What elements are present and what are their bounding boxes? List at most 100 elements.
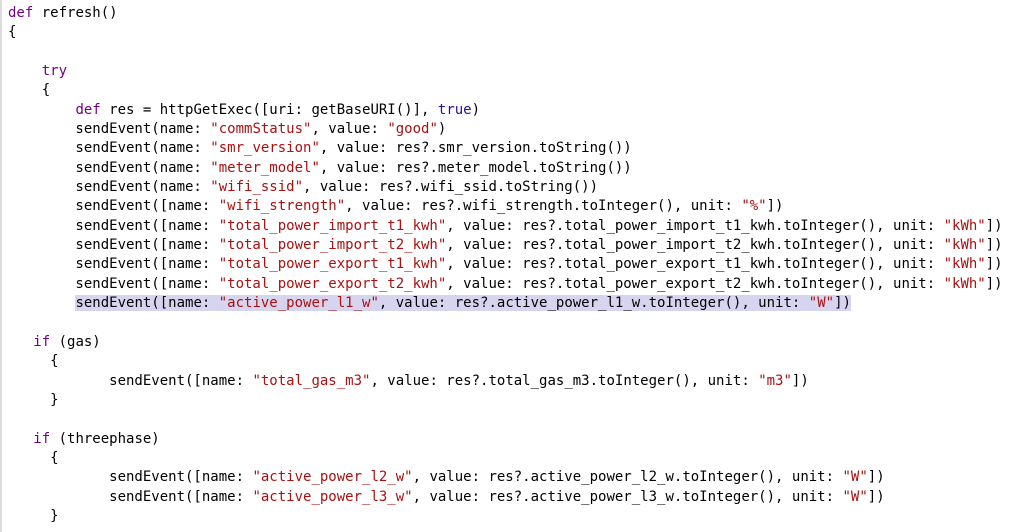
code-token[interactable] bbox=[8, 334, 33, 350]
code-token[interactable]: (threephase) bbox=[50, 430, 160, 447]
code-token[interactable]: "%" bbox=[741, 198, 767, 215]
code-token[interactable]: sendEvent([name: bbox=[8, 237, 219, 254]
code-line[interactable]: } bbox=[8, 391, 1024, 410]
code-token[interactable]: "active_power_l2_w" bbox=[252, 469, 413, 486]
code-token[interactable]: if bbox=[33, 430, 51, 447]
code-token[interactable]: ]) bbox=[867, 488, 885, 505]
code-line[interactable]: { bbox=[8, 449, 1024, 468]
code-token[interactable]: (gas) bbox=[50, 333, 101, 350]
code-token[interactable]: "good" bbox=[387, 121, 438, 138]
code-token[interactable]: sendEvent(name: bbox=[8, 159, 211, 176]
code-token[interactable]: res = httpGetExec([uri: getBaseURI()], bbox=[100, 101, 438, 118]
code-token[interactable]: , value: res?.wifi_strength.toInteger(),… bbox=[345, 198, 742, 215]
code-token[interactable]: ]) bbox=[985, 237, 1003, 254]
code-token[interactable]: "total_power_export_t1_kwh" bbox=[218, 256, 447, 273]
code-line-selected[interactable]: sendEvent([name: "active_power_l1_w", va… bbox=[8, 294, 1024, 313]
code-token[interactable]: sendEvent([name: bbox=[8, 372, 253, 389]
code-token[interactable]: sendEvent([name: bbox=[8, 198, 219, 215]
code-token[interactable]: def bbox=[75, 101, 101, 118]
code-token[interactable]: ) bbox=[471, 101, 481, 118]
code-token[interactable]: , value: res?.total_power_import_t1_kwh.… bbox=[446, 217, 944, 234]
code-token[interactable]: "meter_model" bbox=[210, 159, 320, 176]
code-token[interactable]: if bbox=[33, 333, 51, 350]
code-token[interactable]: ) bbox=[437, 121, 447, 138]
code-token[interactable]: , value: res?.total_power_import_t2_kwh.… bbox=[446, 237, 944, 254]
code-line[interactable]: sendEvent(name: "commStatus", value: "go… bbox=[8, 120, 1024, 139]
code-token[interactable]: sendEvent(name: bbox=[8, 179, 211, 196]
code-token[interactable]: "wifi_ssid" bbox=[210, 179, 304, 196]
code-token[interactable]: } bbox=[8, 507, 59, 524]
code-token[interactable]: ]) bbox=[985, 275, 1003, 292]
code-line[interactable]: { bbox=[8, 81, 1024, 100]
code-token[interactable] bbox=[8, 102, 75, 118]
code-token[interactable]: sendEvent([name: bbox=[8, 275, 219, 292]
code-line[interactable] bbox=[8, 410, 1024, 429]
code-token[interactable]: sendEvent([name: bbox=[8, 217, 219, 234]
code-token[interactable]: , value: res?.total_gas_m3.toInteger(), … bbox=[370, 372, 759, 389]
code-token[interactable]: ]) bbox=[985, 256, 1003, 273]
code-token[interactable]: def bbox=[8, 5, 34, 21]
code-token[interactable]: sendEvent([name: bbox=[8, 469, 253, 486]
code-token[interactable]: "W" bbox=[842, 469, 868, 486]
code-token[interactable]: { bbox=[8, 24, 17, 41]
code-line[interactable]: sendEvent(name: "wifi_ssid", value: res?… bbox=[8, 178, 1024, 197]
code-token[interactable]: "W" bbox=[808, 295, 835, 312]
code-token[interactable]: , value: res?.active_power_l3_w.toIntege… bbox=[412, 488, 843, 505]
code-token[interactable]: , value: res?.smr_version.toString()) bbox=[319, 140, 632, 157]
code-token[interactable]: , value: res?.total_power_export_t1_kwh.… bbox=[446, 256, 944, 273]
code-token[interactable]: , value: res?.total_power_export_t2_kwh.… bbox=[446, 275, 944, 292]
code-line[interactable]: sendEvent([name: "total_power_import_t2_… bbox=[8, 236, 1024, 255]
code-line[interactable]: sendEvent([name: "total_power_export_t2_… bbox=[8, 275, 1024, 294]
code-token[interactable]: { bbox=[8, 82, 51, 99]
code-line[interactable]: try bbox=[8, 62, 1024, 81]
code-token[interactable]: , value: res?.active_power_l2_w.toIntege… bbox=[412, 469, 843, 486]
code-token[interactable]: try bbox=[41, 63, 68, 80]
code-token[interactable]: "active_power_l1_w" bbox=[218, 295, 379, 312]
code-token[interactable]: ]) bbox=[791, 372, 809, 389]
code-token[interactable]: ]) bbox=[766, 198, 784, 215]
code-line[interactable]: sendEvent([name: "total_power_import_t1_… bbox=[8, 217, 1024, 236]
code-token[interactable]: { bbox=[8, 449, 59, 466]
code-token[interactable]: , value: res?.active_power_l1_w.toIntege… bbox=[378, 295, 809, 312]
code-line[interactable] bbox=[8, 43, 1024, 62]
code-token[interactable]: sendEvent([name: bbox=[8, 256, 219, 273]
code-token[interactable]: ]) bbox=[985, 217, 1003, 234]
code-token[interactable]: "W" bbox=[842, 488, 868, 505]
code-token[interactable]: , value: res?.meter_model.toString()) bbox=[319, 159, 632, 176]
code-token[interactable]: sendEvent(name: bbox=[8, 140, 211, 157]
code-line[interactable]: sendEvent([name: "total_gas_m3", value: … bbox=[8, 372, 1024, 391]
code-token[interactable]: true bbox=[437, 101, 472, 118]
code-token[interactable]: "total_gas_m3" bbox=[252, 372, 371, 389]
code-token[interactable]: "total_power_import_t2_kwh" bbox=[218, 237, 447, 254]
text-selection-highlight[interactable]: sendEvent([name: "active_power_l1_w", va… bbox=[75, 295, 851, 312]
code-token[interactable]: sendEvent(name: bbox=[8, 121, 211, 138]
code-line[interactable]: sendEvent([name: "total_power_export_t1_… bbox=[8, 255, 1024, 274]
code-line[interactable]: sendEvent([name: "wifi_strength", value:… bbox=[8, 197, 1024, 216]
code-token[interactable]: "active_power_l3_w" bbox=[252, 488, 413, 505]
code-token[interactable] bbox=[8, 431, 33, 447]
code-token[interactable]: "m3" bbox=[758, 372, 792, 389]
code-line[interactable]: } bbox=[8, 507, 1024, 526]
code-token[interactable]: "smr_version" bbox=[210, 140, 320, 157]
code-token[interactable]: } bbox=[8, 391, 59, 408]
code-token[interactable]: , value: bbox=[311, 121, 388, 138]
code-token[interactable]: ]) bbox=[834, 295, 851, 312]
code-line[interactable] bbox=[8, 314, 1024, 333]
code-token[interactable]: "commStatus" bbox=[210, 121, 312, 138]
code-token[interactable]: "kWh" bbox=[943, 275, 986, 292]
code-token[interactable]: "kWh" bbox=[943, 256, 986, 273]
code-token[interactable]: "kWh" bbox=[943, 217, 986, 234]
code-token[interactable]: "wifi_strength" bbox=[218, 198, 346, 215]
code-token[interactable]: refresh() bbox=[33, 5, 118, 21]
code-line[interactable]: { bbox=[8, 352, 1024, 371]
code-line[interactable]: if (gas) bbox=[8, 333, 1024, 352]
code-token[interactable]: "kWh" bbox=[943, 237, 986, 254]
code-token[interactable]: "total_power_export_t2_kwh" bbox=[218, 275, 447, 292]
code-line[interactable]: def refresh() bbox=[8, 4, 1024, 23]
code-token[interactable]: ]) bbox=[867, 469, 885, 486]
code-line[interactable]: sendEvent([name: "active_power_l2_w", va… bbox=[8, 468, 1024, 487]
code-line[interactable]: sendEvent([name: "active_power_l3_w", va… bbox=[8, 488, 1024, 507]
code-token[interactable]: "total_power_import_t1_kwh" bbox=[218, 217, 447, 234]
code-token[interactable]: { bbox=[8, 353, 59, 370]
